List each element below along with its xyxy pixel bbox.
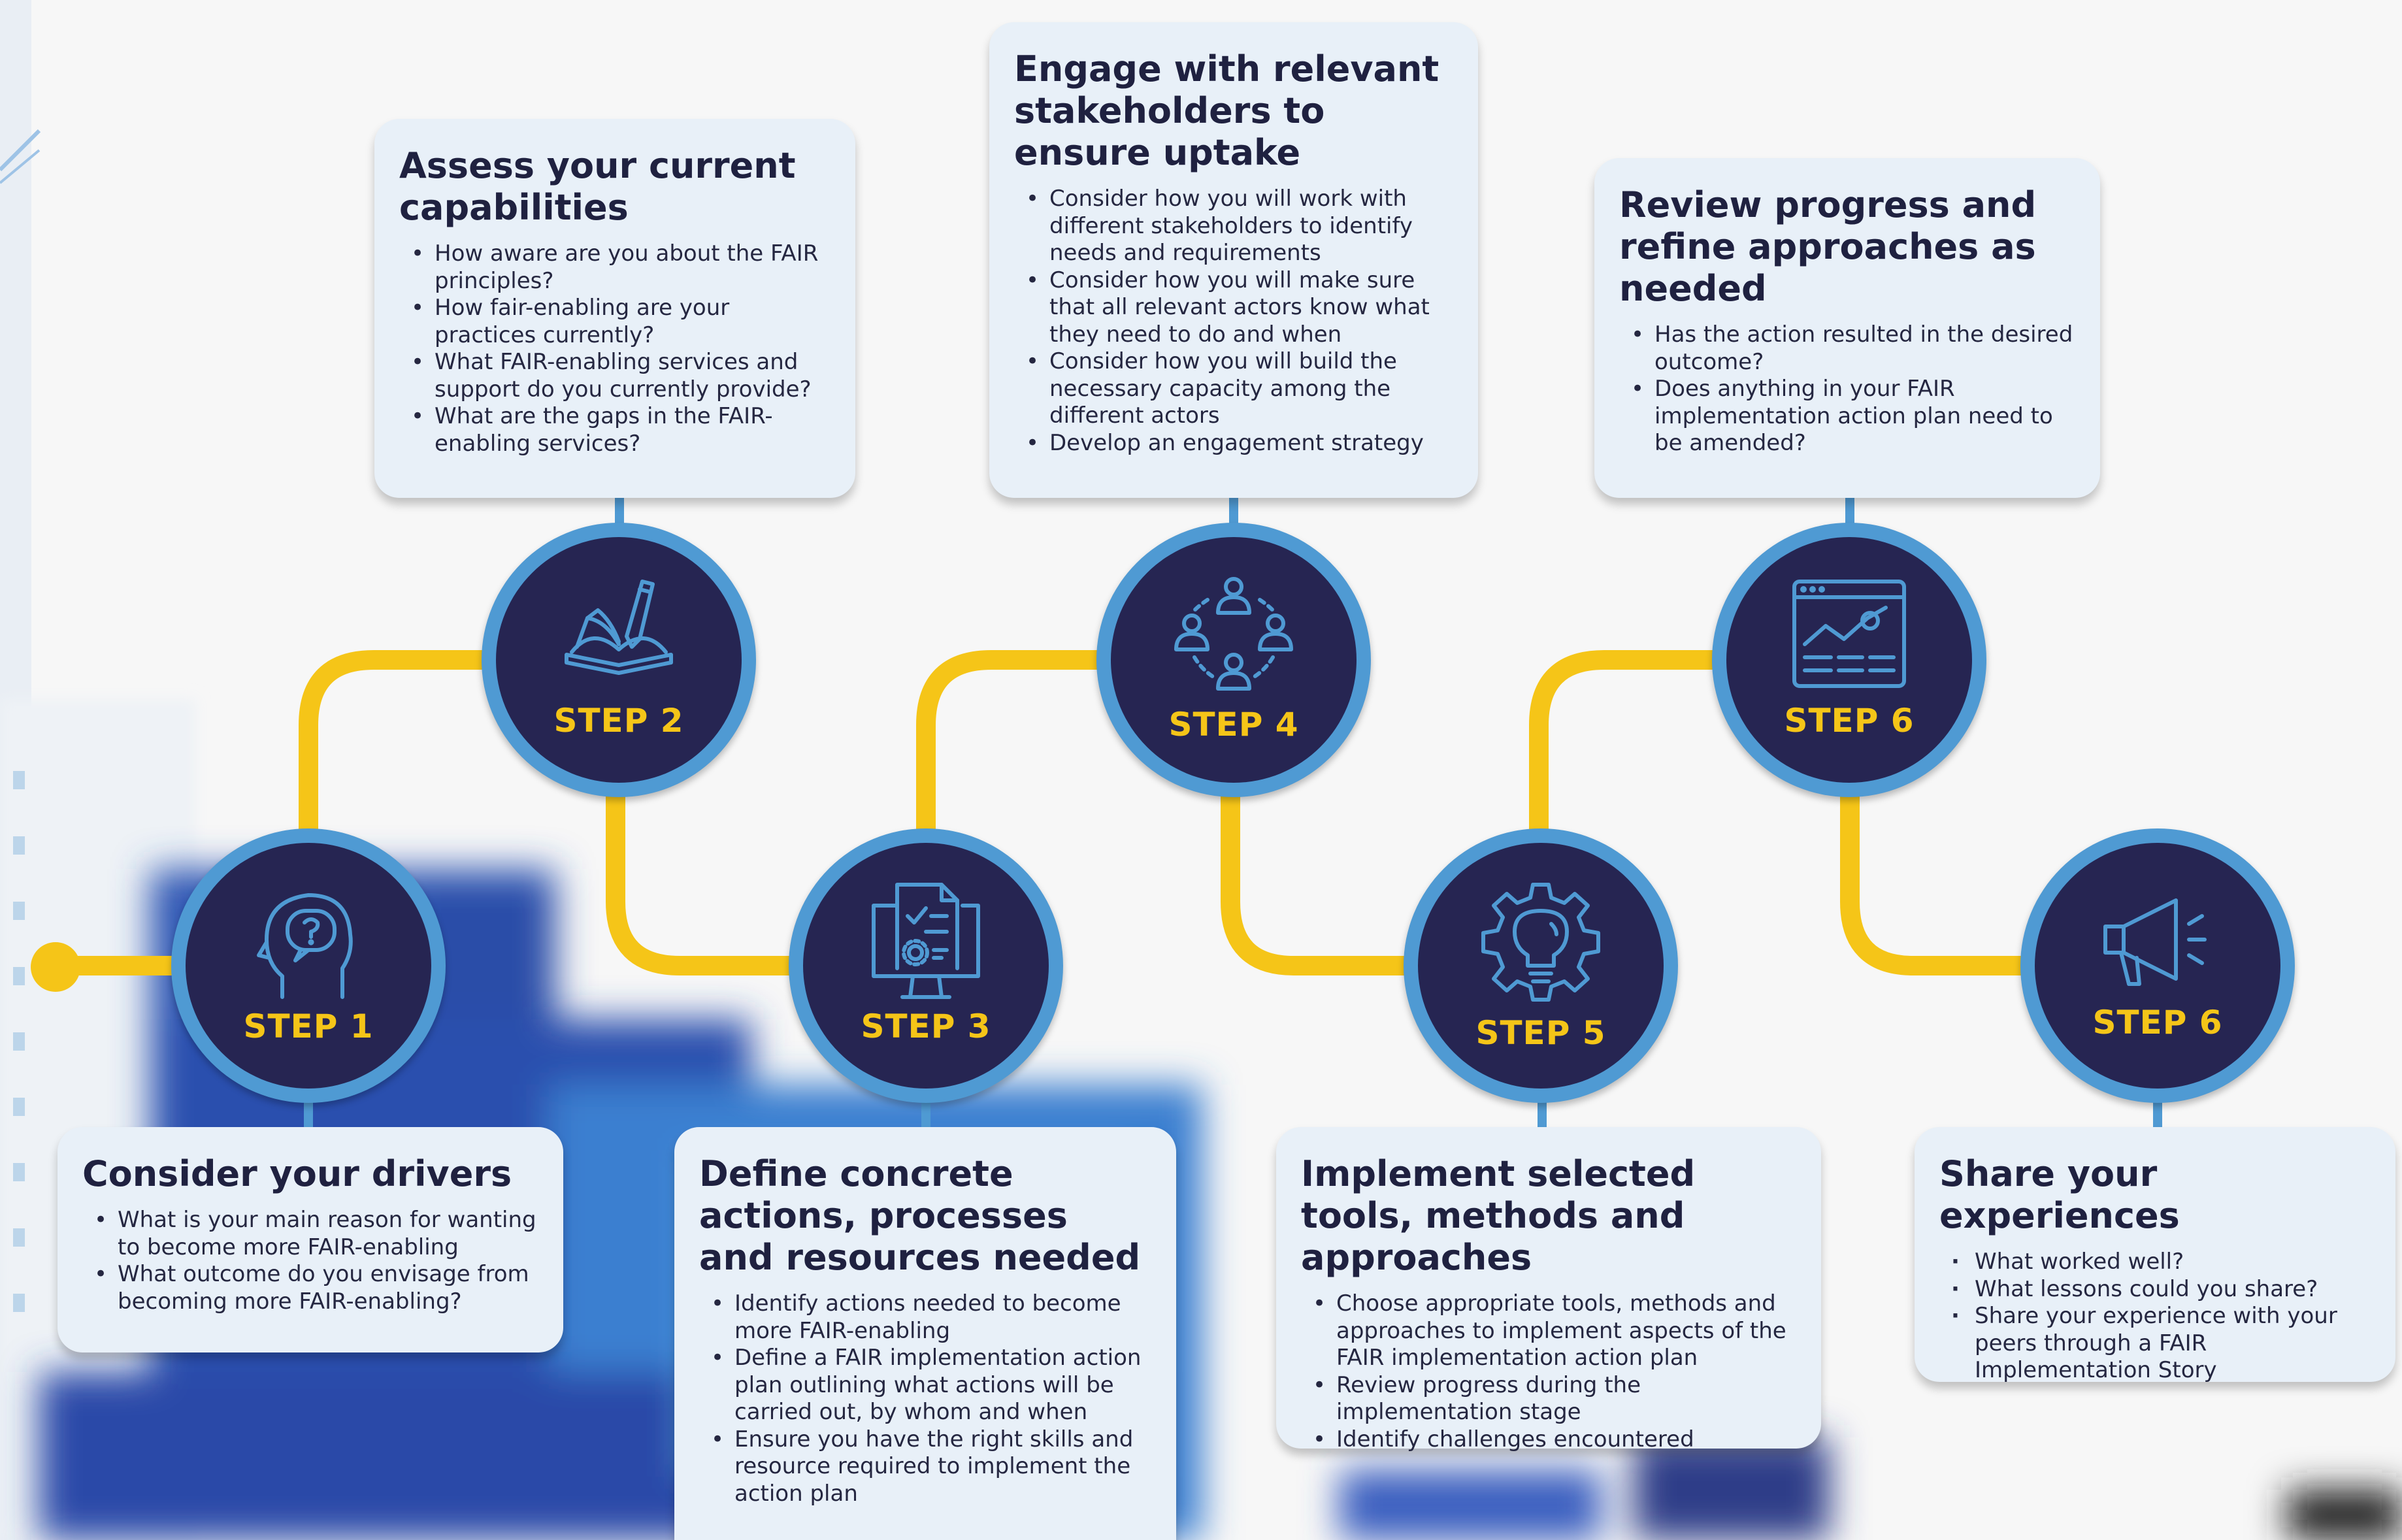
list-item: What are the gaps in the FAIR-enabling s…	[411, 403, 832, 457]
list-item: Review progress during the implementatio…	[1313, 1372, 1798, 1426]
list-item: Develop an engagement strategy	[1026, 430, 1455, 457]
list-item: Identify challenges encountered	[1313, 1426, 1798, 1454]
step-5-card: Implement selected tools, methods and ap…	[1276, 1127, 1821, 1453]
list-item: Consider how you will work with differen…	[1026, 186, 1455, 267]
step-2-card: Assess your current capabilities How awa…	[374, 119, 855, 498]
gear-lightbulb-icon	[1481, 883, 1600, 1002]
people-circle-icon	[1174, 577, 1293, 691]
step-2-bullets: How aware are you about the FAIR princip…	[399, 240, 832, 457]
step-1-card: Consider your drivers What is your main …	[58, 1127, 563, 1352]
list-item: What is your main reason for wanting to …	[94, 1207, 540, 1261]
step-5-bullets: Choose appropriate tools, methods and ap…	[1301, 1290, 1798, 1453]
list-item: What FAIR-enabling services and support …	[411, 349, 832, 403]
list-item: Define a FAIR implementation action plan…	[711, 1345, 1153, 1426]
list-item: How fair-enabling are your practices cur…	[411, 295, 832, 349]
step-4-title: Engage with relevant stakeholders to ens…	[1014, 48, 1440, 173]
step-6-share-title: Share your experiences	[1939, 1153, 2180, 1236]
step-3-bullets: Identify actions needed to become more F…	[699, 1290, 1153, 1507]
book-pencil-icon	[565, 580, 673, 675]
step-3-label: STEP 3	[861, 1008, 991, 1045]
list-item: Consider how you will build the necessar…	[1026, 348, 1455, 430]
head-question-icon	[257, 893, 353, 999]
step-4-circle: STEP 4	[1096, 523, 1371, 797]
step-6-review-title: Review progress and refine approaches as…	[1619, 184, 2037, 309]
list-item: What worked well?	[1951, 1249, 2372, 1276]
list-item: Share your experience with your peers th…	[1951, 1303, 2372, 1384]
megaphone-icon	[2103, 898, 2207, 986]
step-2-label: STEP 2	[553, 702, 684, 740]
step-6-review-bullets: Has the action resulted in the desired o…	[1619, 321, 2077, 457]
step-3-circle: STEP 3	[789, 828, 1063, 1103]
list-item: Ensure you have the right skills and res…	[711, 1426, 1153, 1508]
list-item: Choose appropriate tools, methods and ap…	[1313, 1290, 1798, 1372]
step-4-bullets: Consider how you will work with differen…	[1014, 186, 1455, 457]
step-5-title: Implement selected tools, methods and ap…	[1301, 1153, 1696, 1278]
step-6-share-card: Share your experiences What worked well?…	[1915, 1127, 2395, 1384]
step-1-bullets: What is your main reason for wanting to …	[82, 1207, 540, 1315]
step-5-circle: STEP 5	[1404, 828, 1678, 1103]
step-2-circle: STEP 2	[482, 523, 756, 797]
list-item: What outcome do you envisage from becomi…	[94, 1261, 540, 1315]
step-6-share-circle: STEP 6	[2020, 828, 2295, 1103]
step-6-review-card: Review progress and refine approaches as…	[1594, 158, 2100, 498]
list-item: Does anything in your FAIR implementatio…	[1631, 376, 2077, 457]
step-6-review-label: STEP 6	[1784, 702, 1915, 740]
step-6-review-circle: STEP 6	[1712, 523, 1986, 797]
step-4-card: Engage with relevant stakeholders to ens…	[989, 22, 1478, 498]
monitor-document-icon	[872, 883, 980, 999]
list-item: Has the action resulted in the desired o…	[1631, 321, 2077, 376]
step-4-label: STEP 4	[1168, 706, 1299, 744]
list-item: How aware are you about the FAIR princip…	[411, 240, 832, 295]
step-3-card: Define concrete actions, processes and r…	[674, 1127, 1176, 1540]
list-item: What lessons could you share?	[1951, 1276, 2372, 1303]
step-1-title: Consider your drivers	[82, 1153, 512, 1194]
step-2-title: Assess your current capabilities	[399, 145, 796, 228]
list-item: Identify actions needed to become more F…	[711, 1290, 1153, 1345]
step-1-circle: STEP 1	[171, 828, 446, 1103]
step-6-share-bullets: What worked well? What lessons could you…	[1939, 1249, 2372, 1384]
step-3-title: Define concrete actions, processes and r…	[699, 1153, 1141, 1278]
step-5-label: STEP 5	[1475, 1014, 1606, 1052]
step-6-share-label: STEP 6	[2092, 1004, 2223, 1041]
step-1-label: STEP 1	[243, 1008, 374, 1045]
list-item: Consider how you will make sure that all…	[1026, 267, 1455, 349]
browser-chart-icon	[1792, 580, 1906, 688]
